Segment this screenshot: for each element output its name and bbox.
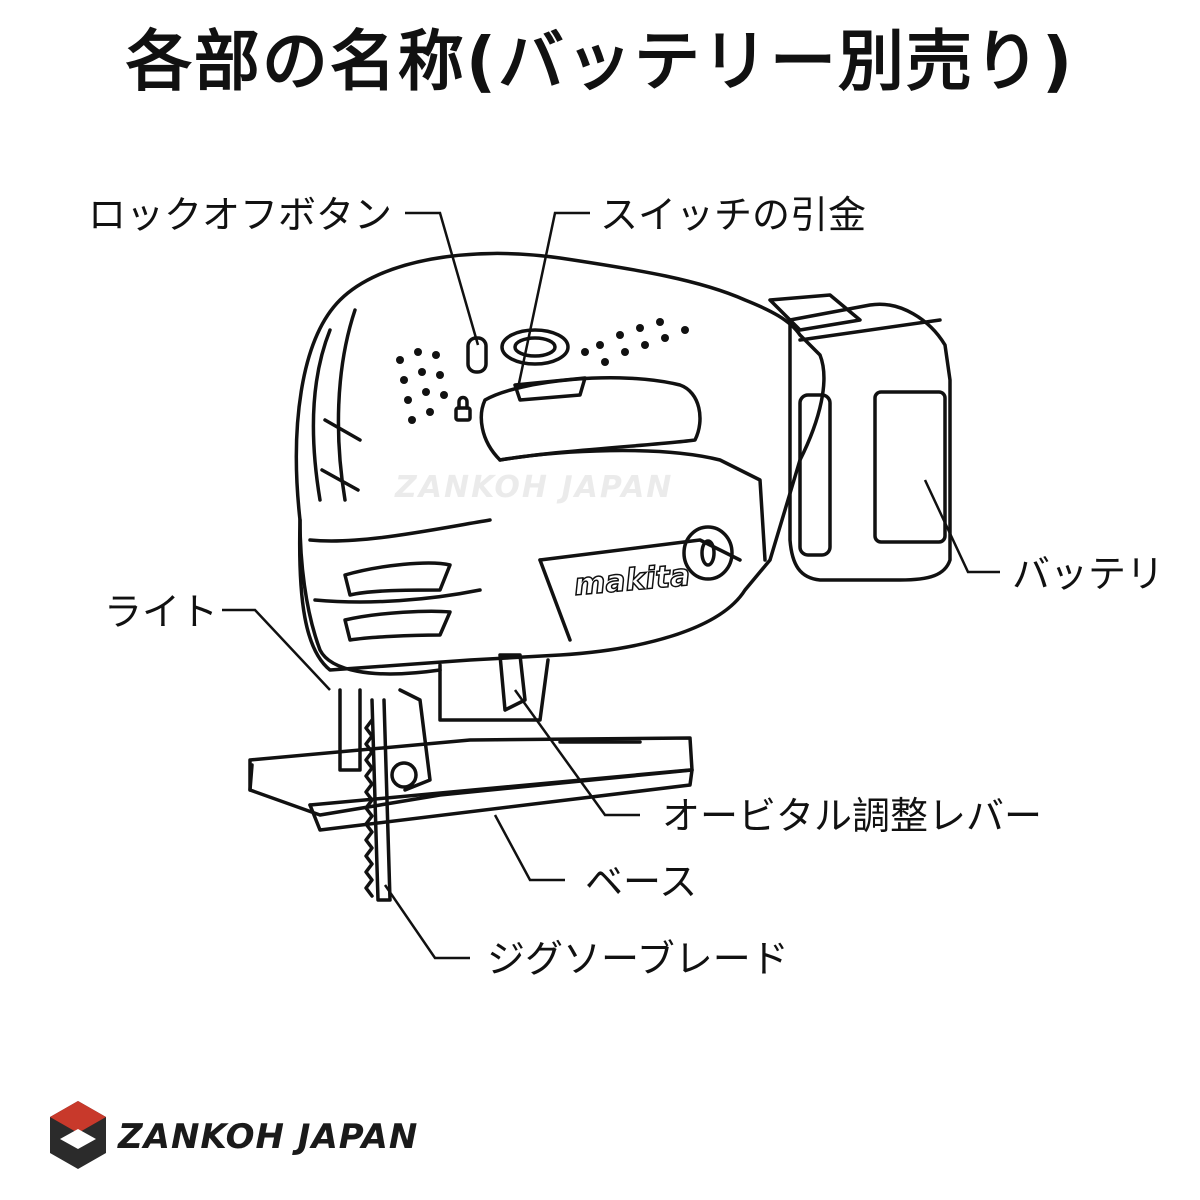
- battery-pack: [788, 302, 952, 582]
- logo-text: ZANKOH JAPAN: [118, 1117, 419, 1157]
- trigger: [513, 376, 587, 402]
- label-jigsaw-blade: ジグソーブレード: [487, 937, 789, 981]
- jigsaw-blade: [370, 698, 392, 902]
- leader-battery: [923, 479, 1000, 574]
- label-orbital-lever: オービタル調整レバー: [662, 794, 1043, 838]
- label-lock-off-button: ロックオフボタン: [88, 193, 393, 237]
- leader-light: [222, 608, 331, 691]
- watermark: ZANKOH JAPAN: [395, 470, 674, 505]
- tool-brand-text: makita: [573, 558, 692, 603]
- leader-blade: [383, 884, 470, 960]
- label-base: ベース: [585, 860, 698, 904]
- page-title: 各部の名称(バッテリー別売り): [125, 23, 1075, 100]
- handle-opening: [479, 376, 702, 462]
- leader-lock-off: [405, 211, 480, 346]
- leader-orbital: [513, 689, 640, 817]
- hexagon-logo-icon: [50, 1101, 106, 1169]
- label-switch-trigger: スイッチの引金: [600, 193, 867, 237]
- leader-base: [493, 814, 565, 882]
- zankoh-logo: ZANKOH JAPAN: [40, 1095, 420, 1175]
- leader-switch: [516, 211, 590, 389]
- label-light: ライト: [104, 590, 219, 634]
- label-battery: バッテリ: [1012, 552, 1165, 596]
- tool-body: [294, 251, 826, 672]
